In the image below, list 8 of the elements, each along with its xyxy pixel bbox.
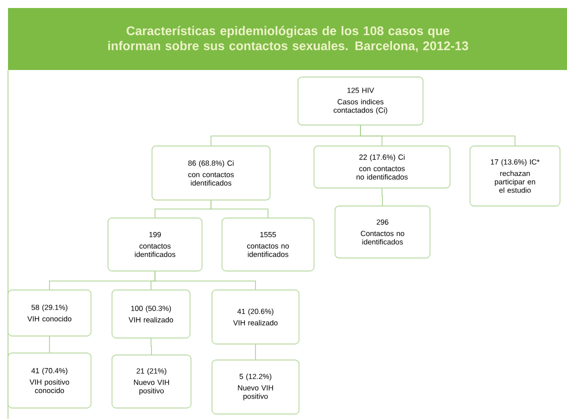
connector-line [49,336,50,354]
connector-line [360,124,516,146]
connector-line [210,200,268,218]
connector-line [382,188,383,206]
connector-line [154,270,256,290]
connector-line [150,338,152,356]
title-banner: Características epidemiológicas de los 108 casos que informan sobre sus contactos sexuales. Barcelona, 2012-13 [8,8,567,70]
connector-line [255,344,256,360]
